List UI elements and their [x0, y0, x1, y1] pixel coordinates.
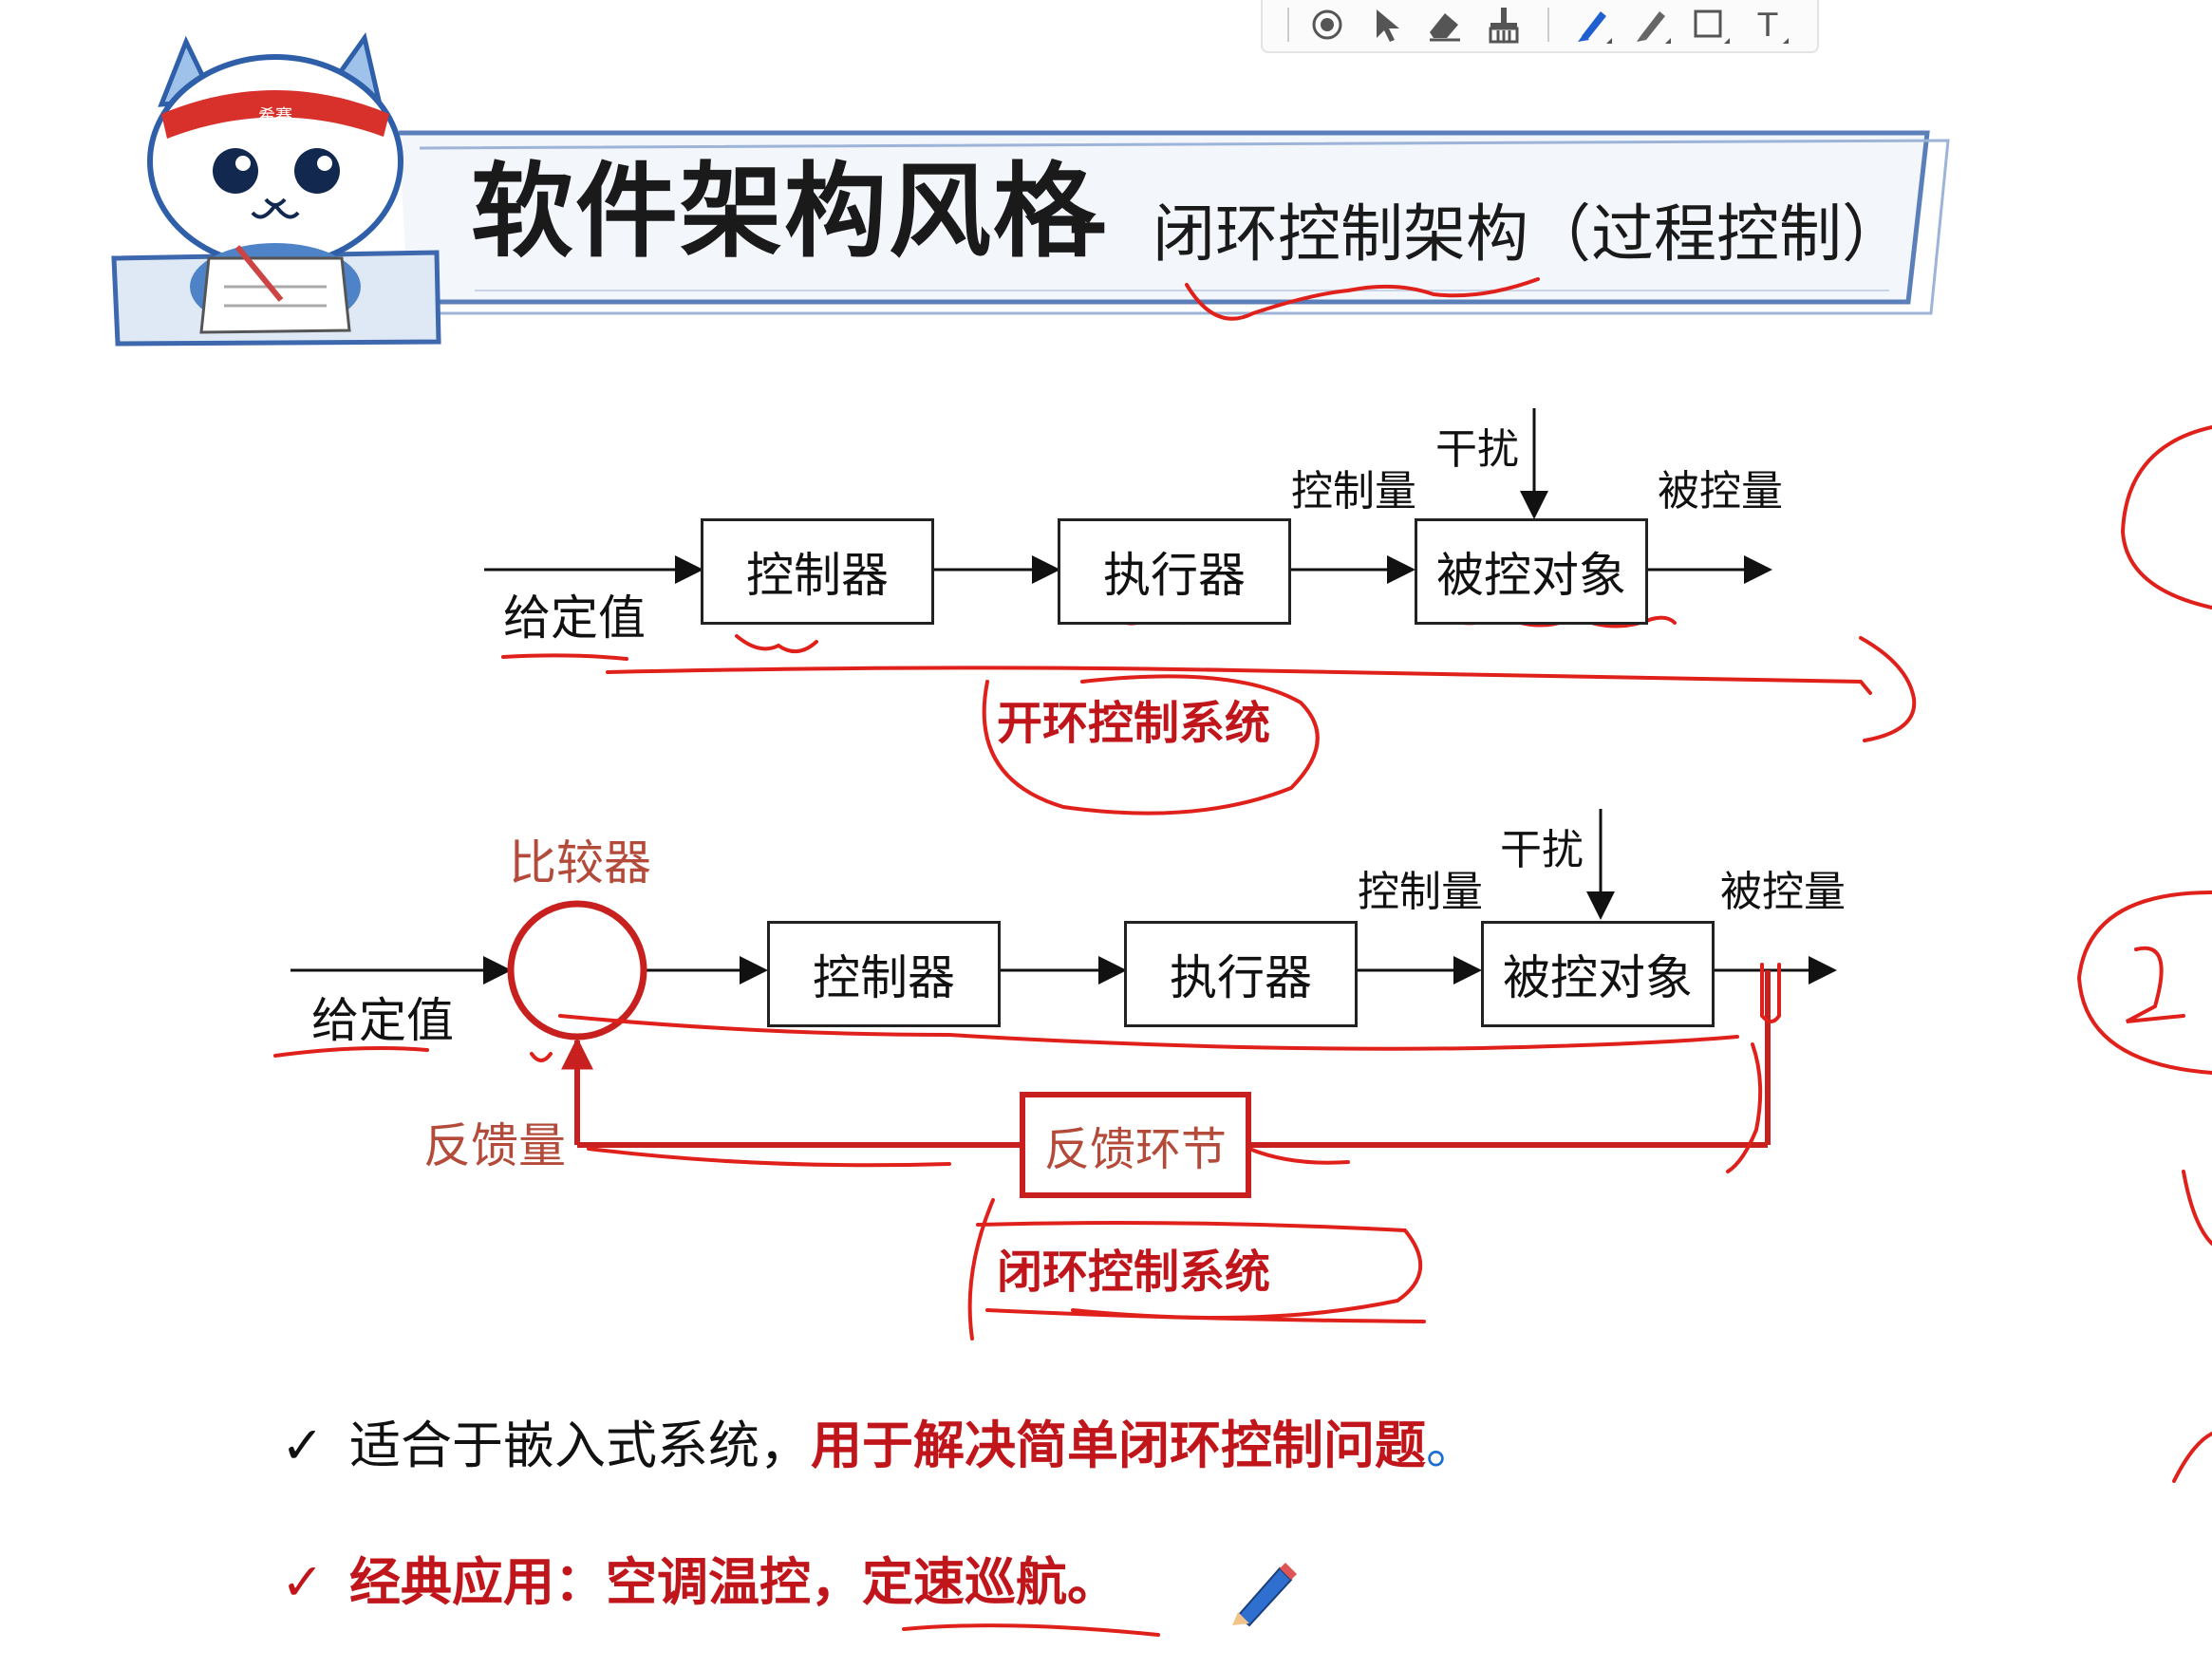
- bullet-1-end: 。: [1426, 1416, 1477, 1475]
- bullet-item-1: ✓适合于嵌入式系统，用于解决简单闭环控制问题。: [281, 1420, 1477, 1472]
- comparator-circle: [507, 900, 647, 1041]
- closed-loop-actuator-block: 执行器: [1124, 921, 1358, 1027]
- annotation-toolbar: T: [1261, 0, 1819, 53]
- pencil-cursor-icon: [1232, 1563, 1297, 1627]
- toolbar-grip[interactable]: [1287, 8, 1289, 42]
- feedback-qty-label: 反馈量: [423, 1118, 566, 1173]
- bullet-item-2: ✓经典应用：空调温控，定速巡航。: [281, 1557, 1118, 1608]
- closed-loop-control-qty-label: 控制量: [1358, 868, 1483, 916]
- title-dash: –: [1067, 173, 1109, 271]
- closed-loop-controller-block: 控制器: [767, 921, 1001, 1027]
- checkmark-icon: ✓: [281, 1552, 325, 1612]
- title-banner-frame: [399, 130, 1950, 315]
- toolbar-divider: [1547, 8, 1549, 42]
- closed-loop-input-label: 给定值: [311, 993, 454, 1048]
- rectangle-icon[interactable]: [1686, 2, 1735, 47]
- bullet-2-end: 。: [1067, 1552, 1118, 1612]
- closed-loop-system-label: 闭环控制系统: [997, 1246, 1271, 1299]
- closed-loop-plant-block: 被控对象: [1481, 921, 1715, 1027]
- page-title: 软件架构风格: [471, 153, 1098, 272]
- highlighter-icon[interactable]: [1568, 2, 1618, 47]
- open-loop-actuator-block: 执行器: [1058, 518, 1291, 625]
- cursor-arrow-icon[interactable]: [1361, 2, 1411, 47]
- comparator-label: 比较器: [509, 835, 651, 891]
- eraser-icon[interactable]: [1420, 2, 1470, 47]
- open-loop-plant-block: 被控对象: [1415, 518, 1648, 625]
- red-ink-annotations: [273, 277, 2212, 1637]
- bullet-1-highlight: 用于解决简单闭环控制问题: [811, 1416, 1426, 1475]
- checkmark-icon: ✓: [281, 1416, 325, 1475]
- text-icon[interactable]: T: [1745, 2, 1794, 47]
- closed-loop-output-label: 被控量: [1720, 868, 1846, 916]
- text-tool-label: T: [1757, 7, 1778, 45]
- closed-loop-disturbance-label: 干扰: [1500, 826, 1584, 874]
- broom-icon[interactable]: [1479, 2, 1528, 47]
- page-subtitle: 闭环控制架构（过程控制）: [1153, 197, 1904, 271]
- feedback-block: 反馈环节: [1020, 1092, 1251, 1198]
- open-loop-input-label: 给定值: [503, 591, 646, 646]
- mascot-headband-text: 希赛: [258, 106, 292, 126]
- bullet-2-highlight: 经典应用：空调温控，定速巡航: [349, 1552, 1067, 1612]
- pen-icon[interactable]: [1627, 2, 1677, 47]
- record-icon[interactable]: [1303, 2, 1352, 47]
- bullet-1-text: 适合于嵌入式系统，: [349, 1416, 811, 1475]
- open-loop-controller-block: 控制器: [701, 518, 934, 625]
- open-loop-disturbance-label: 干扰: [1435, 425, 1519, 474]
- open-loop-control-qty-label: 控制量: [1291, 467, 1416, 516]
- mascot-cat-logo: 希赛: [111, 31, 441, 347]
- open-loop-output-label: 被控量: [1658, 467, 1783, 516]
- open-loop-system-label: 开环控制系统: [997, 697, 1271, 750]
